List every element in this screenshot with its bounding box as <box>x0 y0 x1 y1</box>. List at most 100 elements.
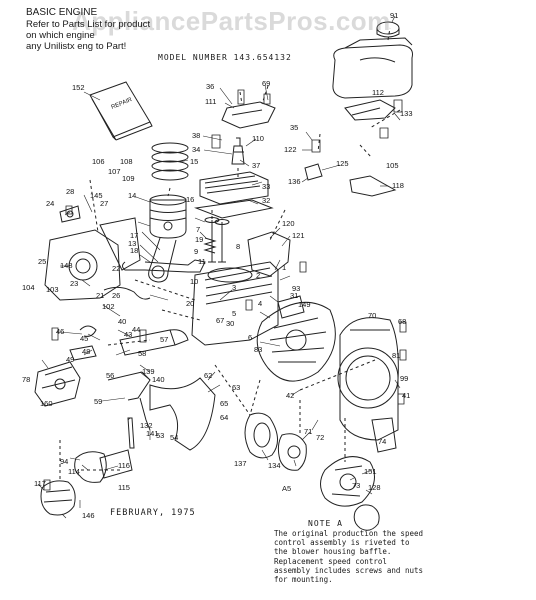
part-label-108: 108 <box>120 157 133 166</box>
part-label-13: 13 <box>128 239 137 248</box>
part-label-37: 37 <box>252 161 261 170</box>
crankcase-cover <box>44 229 121 301</box>
piston <box>149 199 187 239</box>
part-label-38: 38 <box>192 131 201 140</box>
part-label-107: 107 <box>108 167 121 176</box>
cylinder-block <box>191 261 279 346</box>
part-label-69: 69 <box>262 79 271 88</box>
part-label-104: 104 <box>22 283 35 292</box>
part-label-128: 128 <box>368 483 381 492</box>
parts-book <box>89 81 151 138</box>
air-guide <box>371 417 397 453</box>
part-label-44: 44 <box>132 325 141 334</box>
rewind-starter <box>320 456 375 507</box>
muffler-guard <box>99 449 133 479</box>
part-label-14: 14 <box>128 191 137 200</box>
part-label-83: 83 <box>254 345 263 354</box>
carburetor <box>34 361 81 407</box>
part-label-111: 111 <box>205 97 217 106</box>
part-label-74: 74 <box>378 437 387 446</box>
part-label-72: 72 <box>316 433 325 442</box>
governor-link <box>107 371 151 401</box>
part-label-122: 122 <box>284 145 297 154</box>
part-label-23: 23 <box>70 279 79 288</box>
part-label-15: 15 <box>190 157 199 166</box>
part-label-121: 121 <box>292 231 305 240</box>
part-label-21: 21 <box>96 291 105 300</box>
part-label-25: 25 <box>38 257 47 266</box>
page-title: BASIC ENGINE <box>26 7 98 18</box>
valve <box>208 220 216 263</box>
crankshaft <box>144 259 206 273</box>
part-label-46: 46 <box>56 327 65 336</box>
spark-plug <box>231 145 245 165</box>
part-label-65: 65 <box>220 399 229 408</box>
tank-strap <box>344 99 396 121</box>
part-label-106: 106 <box>92 157 105 166</box>
svg-text:REPAIR: REPAIR <box>111 97 134 111</box>
part-label-36: 36 <box>206 82 215 91</box>
part-label-160: 160 <box>40 399 53 408</box>
part-label-34: 34 <box>192 145 201 154</box>
revision-date: FEBRUARY, 1975 <box>110 508 196 518</box>
part-label-125: 125 <box>336 159 349 168</box>
part-label-1: 1 <box>282 263 287 272</box>
exhaust-deflector <box>74 451 107 483</box>
part-label-99: 99 <box>400 374 409 383</box>
part-label-27: 27 <box>100 199 109 208</box>
flywheel <box>256 301 336 382</box>
bolt <box>237 89 245 105</box>
part-label-49: 49 <box>66 355 75 364</box>
part-label-35: 35 <box>290 123 299 132</box>
cylinder-head <box>199 171 269 205</box>
model-number: MODEL NUMBER 143.654132 <box>158 53 292 62</box>
air-vane <box>247 231 291 277</box>
piston-ring <box>151 142 189 154</box>
part-label-54: 54 <box>170 433 179 442</box>
part-label-11: 11 <box>198 257 206 266</box>
part-label-94: 94 <box>60 457 69 466</box>
part-label-67: 67 <box>216 316 225 325</box>
part-label-5: 5 <box>232 309 237 318</box>
part-label-56: 56 <box>106 371 115 380</box>
part-label-41: 41 <box>402 391 411 400</box>
starter-cup <box>244 412 278 459</box>
part-label-53: 53 <box>156 431 165 440</box>
part-label-110: 110 <box>252 134 264 143</box>
part-label-2: 2 <box>256 271 261 280</box>
part-label-71: 71 <box>304 427 313 436</box>
part-label-81: 81 <box>392 351 401 360</box>
header-line-3: any Unilistx eng to Part! <box>26 41 127 52</box>
part-label-8: 8 <box>236 242 241 251</box>
fuel-cap <box>376 21 400 35</box>
part-label-24: 24 <box>46 199 55 208</box>
part-label-91: 91 <box>390 11 399 20</box>
part-label-140: 140 <box>152 375 165 384</box>
part-label-103: 103 <box>46 285 59 294</box>
part-label-6: 6 <box>248 333 253 342</box>
part-label-78: 78 <box>22 375 31 384</box>
breather-tube <box>69 345 97 361</box>
part-label-9: 9 <box>194 247 199 256</box>
part-label-109: 109 <box>122 174 135 183</box>
note-text: The original production the speed contro… <box>274 529 424 585</box>
part-label-57: 57 <box>160 335 169 344</box>
part-label-26: 26 <box>112 291 121 300</box>
part-label-93: 93 <box>292 284 301 293</box>
part-label-146: 146 <box>82 511 95 520</box>
dipstick-tube <box>127 417 135 449</box>
view-label: A5 <box>282 484 292 493</box>
part-label-33: 33 <box>262 182 271 191</box>
part-label-63: 63 <box>232 383 241 392</box>
part-label-64: 64 <box>220 413 229 422</box>
blower-housing <box>339 317 399 441</box>
cylinder-baffle <box>149 377 216 451</box>
part-label-114: 114 <box>68 467 80 476</box>
part-label-139: 139 <box>142 367 155 376</box>
part-label-22: 22 <box>112 264 121 273</box>
starter-handle <box>353 504 380 531</box>
part-label-136: 136 <box>288 177 301 186</box>
tank-bracket <box>221 101 276 129</box>
part-label-149: 149 <box>298 300 311 309</box>
